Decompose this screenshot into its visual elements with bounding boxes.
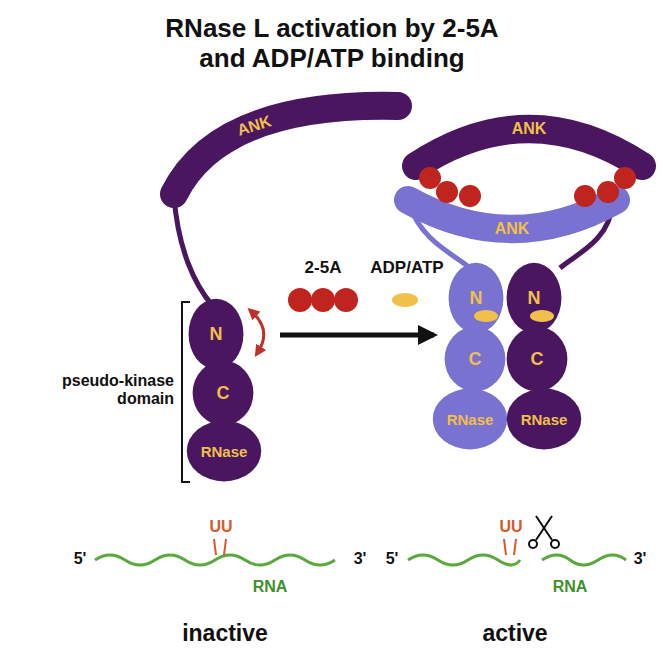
domain-label: N	[528, 289, 541, 307]
base-tick	[214, 539, 216, 555]
annotation-label: active	[440, 620, 590, 646]
ankyrin-domain: ANK	[404, 104, 654, 184]
annotation-label: 2-5A	[290, 258, 356, 278]
ankyrin-domain: ANK	[394, 180, 630, 256]
protein-domain: RNase	[186, 420, 262, 482]
ankyrin-domain: ANK	[160, 92, 410, 210]
domain-label: C	[531, 350, 544, 368]
ligand-2-5A	[311, 288, 335, 312]
domain-shape	[160, 92, 410, 210]
protein-domain: N	[188, 298, 244, 370]
linker	[174, 196, 212, 305]
reaction-arrow	[280, 333, 434, 338]
protein-domain: N	[506, 262, 562, 334]
title: RNase L activation by 2-5A and ADP/ATP b…	[150, 14, 514, 74]
ligand-2-5A	[459, 185, 481, 207]
base-tick	[224, 539, 226, 555]
domain-shape	[404, 104, 654, 184]
annotation-label: 5'	[382, 550, 402, 568]
base-tick	[504, 539, 506, 555]
annotation-label: inactive	[150, 620, 300, 646]
protein-domain: N	[448, 262, 504, 334]
rna-strand	[95, 555, 335, 565]
annotation-label: RNA	[240, 578, 300, 596]
protein-domain: C	[192, 360, 254, 426]
domain-label: ANK	[495, 221, 530, 237]
annotation-label: ADP/ATP	[362, 258, 452, 278]
annotation-label: 3'	[630, 550, 650, 568]
domain-label: N	[470, 289, 483, 307]
annotation-label: RNA	[540, 578, 600, 596]
rna-strand	[542, 555, 626, 565]
ligand-2-5A	[288, 288, 312, 312]
domain-label: C	[469, 350, 482, 368]
base-tick	[514, 539, 516, 555]
protein-domain: RNase	[432, 388, 508, 450]
domain-label: RNase	[521, 412, 568, 427]
domain-label: RNase	[201, 444, 248, 459]
domain-label: RNase	[447, 412, 494, 427]
domain-shape	[394, 180, 630, 256]
domain-label: N	[210, 325, 223, 343]
motion-arrow	[252, 312, 264, 352]
ligand-2-5A	[334, 288, 358, 312]
annotation-label: 3'	[350, 550, 370, 568]
domain-label: C	[217, 384, 230, 402]
protein-domain: C	[444, 326, 506, 392]
annotation-label: UU	[494, 518, 528, 536]
annotation-label: 5'	[70, 550, 90, 568]
nucleotide	[392, 293, 418, 307]
scissors-symbol	[529, 516, 559, 548]
annotation-label: UU	[204, 518, 238, 536]
annotation-label: pseudo-kinase domain	[26, 372, 174, 409]
protein-domain: RNase	[506, 388, 582, 450]
domain-label: ANK	[512, 121, 547, 137]
protein-domain: C	[506, 326, 568, 392]
rna-strand	[408, 555, 520, 565]
ligand-2-5A	[436, 181, 458, 203]
